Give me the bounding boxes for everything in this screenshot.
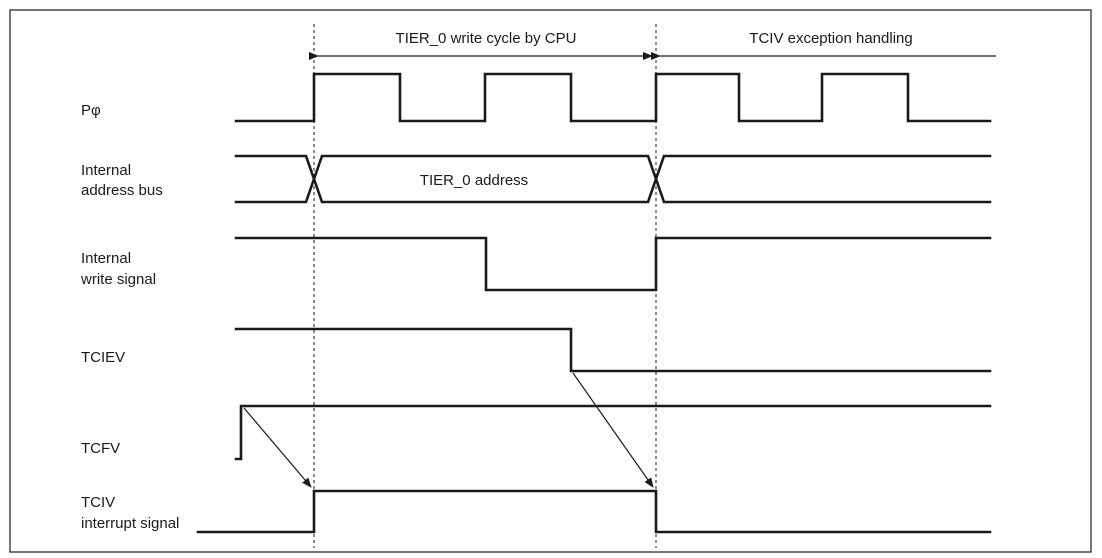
tcfv-to-tciv-arrow (243, 407, 312, 488)
tciv-waveform (196, 489, 992, 534)
write-signal-label-line1: Internal (81, 250, 131, 267)
tciev-waveform (234, 327, 992, 373)
address-bus-label-line1: Internal (81, 162, 131, 179)
address-bus-label-line2: address bus (81, 182, 163, 199)
tciv-label-line1: TCIV (81, 494, 115, 511)
clock-label: Pφ (81, 102, 101, 119)
exception-handling-label: TCIV exception handling (749, 30, 912, 47)
tciev-to-tciv-arrow (572, 372, 654, 488)
tcfv-waveform (234, 404, 992, 461)
address-value-label: TIER_0 address (420, 172, 528, 189)
write-signal-label-line2: write signal (80, 271, 156, 288)
address-bus-waveform (234, 154, 992, 204)
write-cycle-label: TIER_0 write cycle by CPU (396, 30, 577, 47)
tciev-label: TCIEV (81, 349, 125, 366)
tcfv-label: TCFV (81, 440, 120, 457)
tciv-label-line2: interrupt signal (81, 515, 179, 532)
clock-waveform (234, 72, 992, 123)
diagram-frame (9, 9, 1092, 553)
write-signal-waveform (234, 236, 992, 292)
